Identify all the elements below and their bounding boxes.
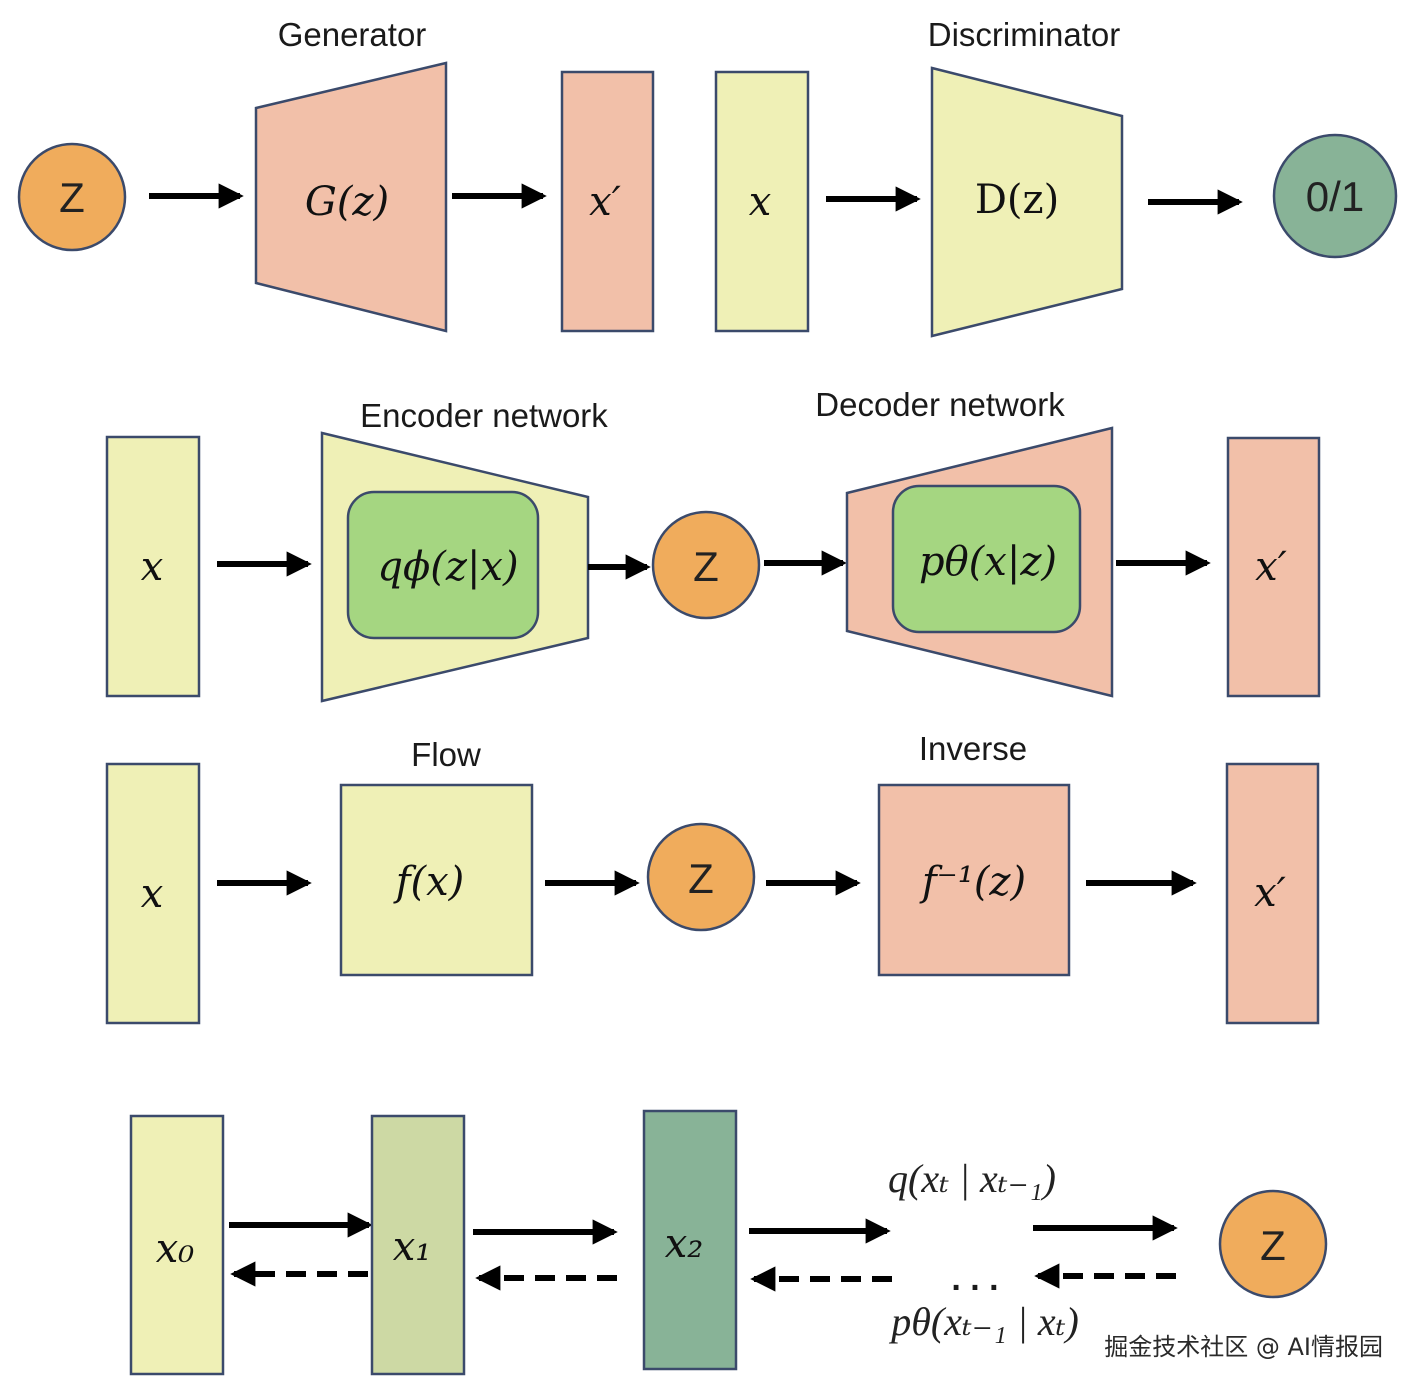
encoder-title: Encoder network — [360, 397, 608, 434]
output-label: 0/1 — [1306, 173, 1364, 220]
vae-output-label: x′ — [1255, 544, 1287, 590]
encoder-inner-box — [346, 490, 540, 640]
ellipsis-dots: . . . — [951, 1260, 998, 1298]
inverse-fn-label: f⁻¹(z) — [919, 859, 1026, 905]
decoder-title: Decoder network — [815, 386, 1065, 423]
latent-z-label: Z — [59, 174, 85, 221]
x2-block — [642, 1109, 738, 1371]
diffusion-z-label: Z — [1260, 1222, 1286, 1269]
x2-label: x₂ — [665, 1221, 704, 1267]
vae-z-label: Z — [693, 543, 719, 590]
diffusion-z-node — [1218, 1189, 1328, 1299]
inverse-block — [877, 783, 1071, 977]
diffusion-row: x₀ x₁ x₂ q(xₜ | xₜ₋₁) . . . pθ(xₜ₋₁ | xₜ… — [129, 1109, 1328, 1376]
fake-sample-label: x′ — [589, 179, 621, 225]
generator-title: Generator — [278, 16, 427, 53]
x0-block — [129, 1114, 225, 1376]
flow-output-label: x′ — [1254, 870, 1286, 916]
flow-z-label: Z — [688, 855, 714, 902]
flow-row: Flow Inverse x f(x) Z f⁻¹(z) x′ — [105, 730, 1320, 1025]
encoder-fn-label: qϕ(z|x) — [377, 544, 518, 590]
vae-row: Encoder network Decoder network x qϕ(z|x… — [105, 386, 1321, 703]
generator-fn-label: G(z) — [305, 179, 389, 225]
vae-z-node — [651, 510, 761, 620]
flow-input-block — [105, 762, 201, 1025]
vae-input-label: x — [141, 544, 164, 590]
reverse-process-equation: pθ(xₜ₋₁ | xₜ) — [888, 1299, 1079, 1344]
x0-label: x₀ — [156, 1226, 195, 1272]
generator-block — [254, 61, 448, 333]
fake-sample-block — [560, 70, 655, 333]
gan-row: Generator Discriminator Z G(z) x′ x D(z)… — [17, 16, 1398, 338]
flow-fn-label: f(x) — [393, 859, 465, 905]
inverse-title: Inverse — [919, 730, 1027, 767]
flow-block — [339, 783, 534, 977]
flow-input-label: x — [141, 871, 164, 917]
watermark-text: 掘金技术社区 @ AI情报园 — [1104, 1333, 1383, 1361]
flow-title: Flow — [411, 736, 481, 773]
flow-z-node — [646, 822, 756, 932]
forward-process-equation: q(xₜ | xₜ₋₁) — [888, 1156, 1056, 1201]
discriminator-fn-label: D(z) — [975, 177, 1059, 223]
vae-input-block — [105, 435, 201, 698]
x1-label: x₁ — [393, 1224, 432, 1270]
output-node — [1272, 133, 1398, 259]
vae-output-block — [1226, 436, 1321, 698]
flow-output-block — [1225, 762, 1320, 1025]
real-sample-label: x — [749, 179, 772, 225]
real-sample-block — [714, 70, 810, 333]
discriminator-block — [930, 66, 1124, 338]
x1-block — [370, 1114, 466, 1376]
decoder-fn-label: pθ(x|z) — [919, 539, 1057, 585]
latent-z-node — [17, 142, 127, 252]
discriminator-title: Discriminator — [928, 16, 1121, 53]
decoder-inner-box — [891, 484, 1082, 634]
